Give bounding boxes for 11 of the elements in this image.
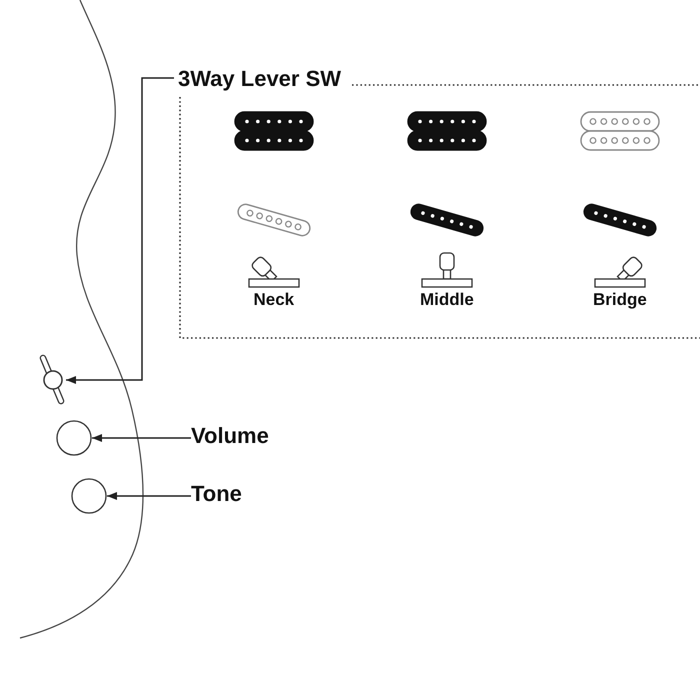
position-label: Middle <box>420 290 474 310</box>
leader-arrow <box>66 77 174 384</box>
control-label: Volume <box>191 423 269 448</box>
lever-switch-icon <box>38 354 66 406</box>
leader-arrow <box>92 434 191 442</box>
control-knob <box>71 478 107 514</box>
leader-arrow <box>107 492 191 500</box>
control-label: Tone <box>191 481 242 506</box>
position-label: Bridge <box>593 290 647 310</box>
position-label: Neck <box>254 290 294 310</box>
control-knob <box>56 420 92 456</box>
